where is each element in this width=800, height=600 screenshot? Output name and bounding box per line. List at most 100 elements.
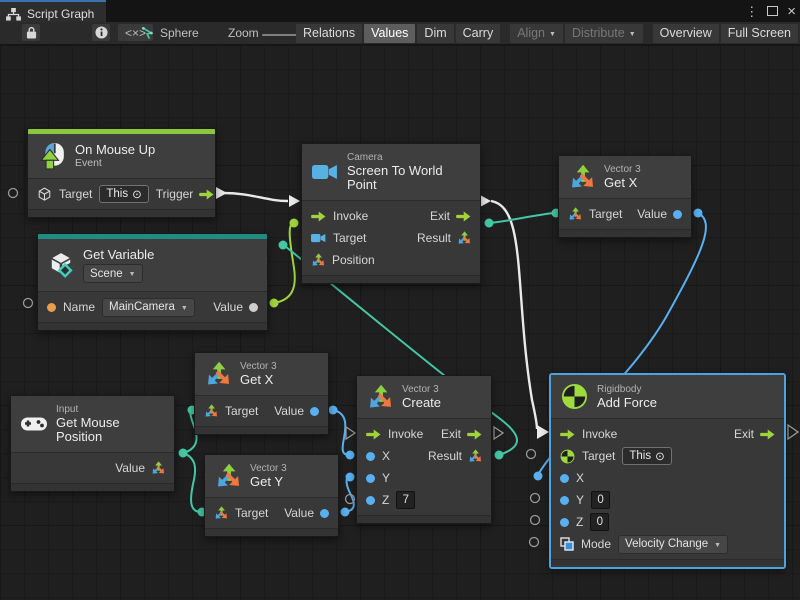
event-colorbar (28, 129, 215, 134)
inspect-button[interactable] (92, 24, 110, 41)
target-self-pill[interactable]: This⊙ (622, 447, 672, 465)
string-port[interactable] (47, 302, 56, 312)
overview-button[interactable]: Overview (652, 23, 719, 43)
target-self-pill[interactable]: This⊙ (99, 185, 149, 203)
node-title: Get X (604, 175, 638, 190)
node-footer (11, 483, 174, 491)
graph-asset-icon (142, 27, 155, 40)
row-target-value: Target Value (205, 502, 338, 524)
vector3-icon (151, 461, 165, 475)
distribute-dropdown[interactable]: Distribute▼ (564, 23, 643, 43)
node-footer (38, 322, 267, 330)
chevron-down-icon: ▼ (180, 304, 188, 312)
float-port[interactable] (366, 495, 375, 505)
row-invoke-exit: Invoke Exit (357, 423, 491, 445)
row-target-value: Target Value (559, 203, 691, 225)
node-screen-to-world-point[interactable]: Camera Screen To World Point Invoke Exit… (301, 143, 481, 284)
node-get-x-mid[interactable]: Vector 3 Get X Target Value (194, 352, 329, 435)
object-port[interactable] (249, 302, 258, 312)
info-icon (95, 26, 108, 39)
lock-button[interactable] (22, 24, 40, 41)
node-footer (559, 229, 691, 237)
close-icon[interactable]: × (787, 2, 796, 20)
flow-arrow-icon (560, 429, 575, 440)
row-invoke-exit: Invoke Exit (551, 423, 784, 445)
node-category: Vector 3 (604, 164, 641, 175)
y-label: Y (382, 471, 391, 485)
vector3-icon (215, 463, 241, 489)
y-label: Y (576, 493, 585, 507)
flow-arrow-icon (366, 429, 381, 440)
menu-kebab-icon[interactable]: ⋮ (745, 3, 759, 19)
variable-name-dropdown[interactable]: MainCamera▼ (102, 297, 195, 317)
node-get-x-top[interactable]: Vector 3 Get X Target Value (558, 155, 692, 238)
row-mode: Mode Velocity Change▼ (551, 533, 784, 555)
variable-colorbar (38, 234, 267, 239)
float-port[interactable] (310, 406, 319, 416)
z-value-field[interactable]: 7 (396, 491, 416, 509)
target-icon: ⊙ (655, 451, 665, 463)
toolbar-right-group: Relations Values Dim Carry Align▼ Distri… (296, 23, 798, 43)
exit-label: Exit (440, 427, 461, 441)
values-button[interactable]: Values (364, 23, 416, 43)
dim-button[interactable]: Dim (417, 23, 454, 43)
row-invoke-exit: Invoke Exit (302, 205, 480, 227)
titlebar: Script Graph ⋮ × (0, 0, 800, 24)
node-get-y[interactable]: Vector 3 Get Y Target Value (204, 454, 339, 537)
y-value-field[interactable]: 0 (591, 491, 611, 509)
node-on-mouse-up[interactable]: On Mouse Up Event Target This⊙ Trigger (27, 128, 216, 218)
relations-button[interactable]: Relations (296, 23, 363, 43)
mode-dropdown[interactable]: Velocity Change▼ (618, 534, 729, 554)
zoom-label: Zoom (228, 26, 259, 40)
carry-button[interactable]: Carry (455, 23, 501, 43)
mouse-up-icon (38, 142, 66, 170)
node-category: Input (56, 404, 79, 415)
node-get-mouse-position[interactable]: Input Get Mouse Position Value (10, 395, 175, 492)
node-title: Get Y (250, 474, 284, 489)
chevron-down-icon: ▼ (549, 30, 556, 38)
rigidbody-icon (561, 383, 588, 410)
value-label: Value (284, 506, 314, 520)
row-value: Value (11, 457, 174, 479)
row-name-value: Name MainCamera▼ Value (38, 296, 267, 318)
float-port[interactable] (366, 473, 375, 483)
float-port[interactable] (560, 495, 569, 505)
mode-label: Mode (581, 537, 612, 551)
result-label: Result (416, 231, 451, 245)
node-footer (302, 275, 480, 283)
vector3-icon (468, 449, 482, 463)
float-port[interactable] (320, 508, 329, 518)
flow-arrow-icon (467, 429, 482, 440)
target-label: Target (333, 231, 367, 245)
row-x-result: X Result (357, 445, 491, 467)
node-title: Create (402, 395, 442, 410)
target-label: Target (225, 404, 259, 418)
node-vector3-create[interactable]: Vector 3 Create Invoke Exit X Result (356, 375, 492, 524)
target-icon: ⊙ (132, 189, 142, 201)
row-x: X (551, 467, 784, 489)
exit-label: Exit (429, 209, 450, 223)
flow-arrow-icon (199, 189, 214, 200)
node-add-force[interactable]: Rigidbody Add Force Invoke Exit Target T… (550, 374, 785, 568)
maximize-icon[interactable] (767, 6, 779, 16)
rigidbody-icon (560, 449, 575, 464)
tab-script-graph[interactable]: Script Graph (0, 0, 107, 24)
align-dropdown[interactable]: Align▼ (510, 23, 563, 43)
vector3-icon (367, 384, 393, 410)
float-port[interactable] (560, 517, 569, 527)
node-title: On Mouse Up (75, 142, 156, 157)
float-port[interactable] (560, 473, 569, 483)
node-footer (357, 515, 491, 523)
z-value-field[interactable]: 0 (590, 513, 610, 531)
float-port[interactable] (673, 209, 682, 219)
float-port[interactable] (366, 451, 375, 461)
flow-arrow-icon (760, 429, 775, 440)
full-screen-button[interactable]: Full Screen (720, 23, 798, 43)
node-category: Vector 3 (240, 361, 277, 372)
name-label: Name (63, 300, 96, 314)
camera-icon (312, 162, 338, 182)
flow-arrow-icon (311, 211, 326, 222)
value-label: Value (115, 461, 145, 475)
node-get-variable[interactable]: Get Variable Scene▼ Name MainCamera▼ Val… (37, 233, 268, 331)
variable-scope-dropdown[interactable]: Scene▼ (83, 264, 143, 283)
